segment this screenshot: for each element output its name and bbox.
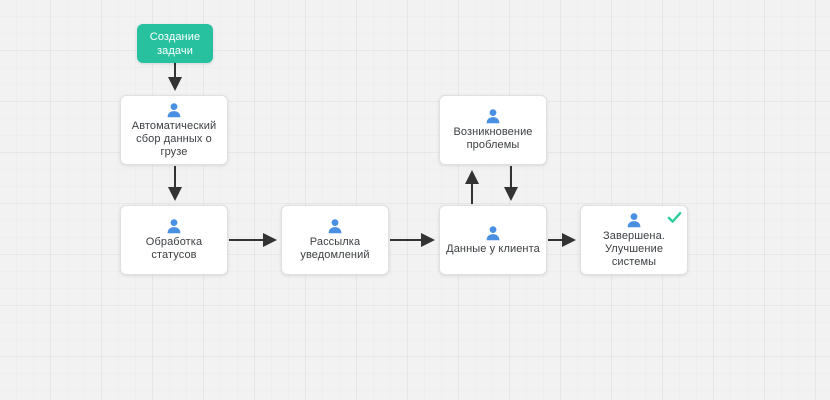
person-icon (485, 225, 501, 241)
node-client-data[interactable]: Данные у клиента (439, 205, 547, 275)
node-client-data-label: Данные у клиента (446, 242, 540, 255)
node-status-processing-label: Обработка статусов (145, 236, 203, 261)
check-icon (667, 210, 682, 225)
node-start-label: Создание задачи (149, 30, 201, 57)
node-auto-collect[interactable]: Автоматический сбор данных о грузе (120, 95, 228, 165)
person-icon (626, 212, 642, 228)
node-completed[interactable]: Завершена. Улучшение системы (580, 205, 688, 275)
node-problem[interactable]: Возникновение проблемы (439, 95, 547, 165)
node-completed-label: Завершена. Улучшение системы (603, 229, 665, 268)
person-icon (166, 218, 182, 234)
node-start[interactable]: Создание задачи (137, 24, 213, 63)
person-icon (327, 218, 343, 234)
node-notifications-label: Рассылка уведомлений (300, 236, 370, 261)
node-notifications[interactable]: Рассылка уведомлений (281, 205, 389, 275)
person-icon (485, 108, 501, 124)
node-problem-label: Возникновение проблемы (453, 126, 533, 151)
person-icon (166, 102, 182, 118)
node-status-processing[interactable]: Обработка статусов (120, 205, 228, 275)
node-auto-collect-label: Автоматический сбор данных о грузе (131, 119, 217, 158)
